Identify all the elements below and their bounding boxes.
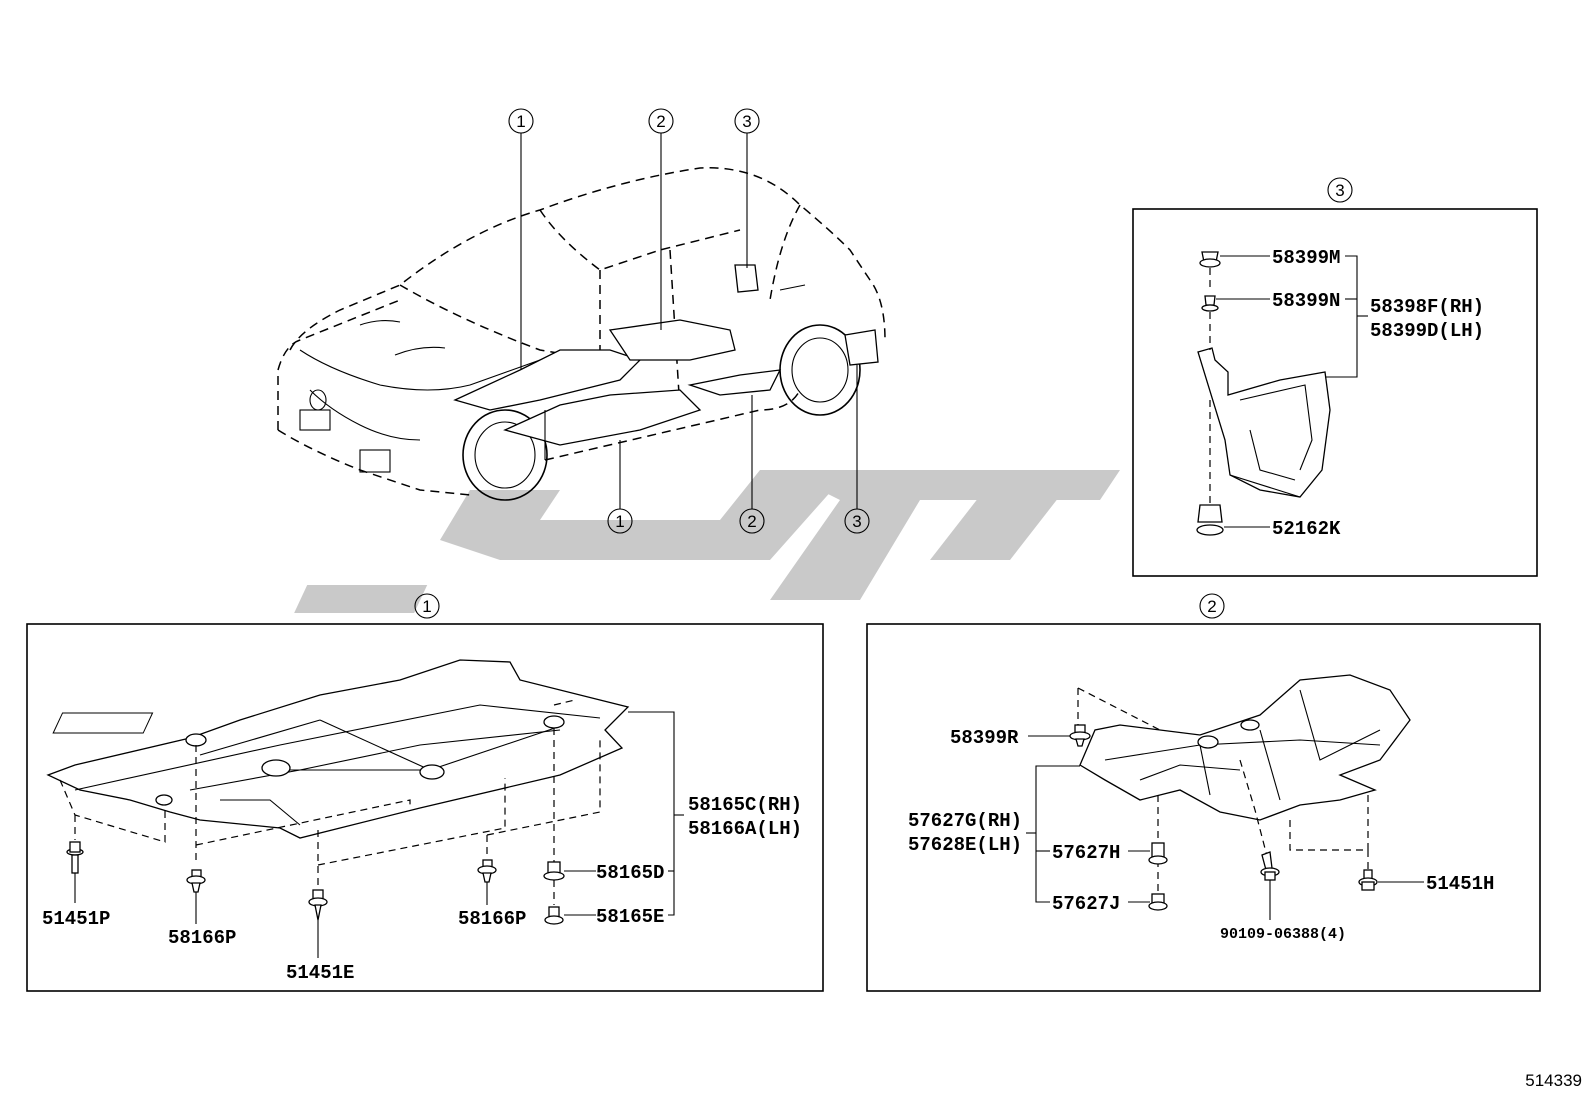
part-58399D-LH: 58399D(LH): [1370, 320, 1484, 342]
part-51451P: 51451P: [42, 908, 110, 930]
callout-1-bottom: 1: [615, 512, 624, 531]
clip-58166P-left: [186, 869, 206, 924]
callout-3-bottom: 3: [852, 512, 861, 531]
part-57627H: 57627H: [1052, 842, 1120, 864]
callout-1-top: 1: [516, 112, 525, 131]
part-57628E-LH: 57628E(LH): [908, 834, 1022, 856]
part-51451E: 51451E: [286, 962, 354, 984]
part-58165C-RH: 58165C(RH): [688, 794, 802, 816]
watermark-logo: [294, 470, 1120, 613]
bolt-51451P: [66, 841, 84, 903]
part-58399M: 58399M: [1272, 247, 1340, 269]
panel-2: 2: [866, 593, 1541, 992]
panel-2-callout: 2: [1207, 597, 1216, 616]
callout-2-bottom: 2: [747, 512, 756, 531]
clip-57627H: [1128, 842, 1168, 865]
part-90109-06388: 90109-06388(4): [1220, 926, 1346, 943]
clip-58399R: [1028, 724, 1091, 747]
part-57627J: 57627J: [1052, 893, 1120, 915]
panel-1-callout: 1: [422, 597, 431, 616]
bolt-90109: [1260, 851, 1280, 920]
part-58166A-LH: 58166A(LH): [688, 818, 802, 840]
callout-3-top: 3: [742, 112, 751, 131]
part-58166P-left: 58166P: [168, 927, 236, 949]
panel-3: 3 58399M 58399N 58398F(RH) 58399D(LH) 52…: [1132, 177, 1538, 577]
part-51451H: 51451H: [1426, 873, 1494, 895]
panel-3-callout: 3: [1335, 181, 1344, 200]
clip-58166P-right: [477, 859, 497, 905]
clip-58165D: [543, 861, 596, 881]
car-callouts: 1 2 3 1 2 3: [508, 108, 870, 534]
car-overview: [277, 167, 886, 501]
clip-58165E: [544, 906, 596, 925]
part-58165D: 58165D: [596, 862, 664, 884]
part-57627G-RH: 57627G(RH): [908, 810, 1022, 832]
part-58398F-RH: 58398F(RH): [1370, 296, 1484, 318]
part-58399R: 58399R: [950, 727, 1019, 749]
callout-2-top: 2: [656, 112, 665, 131]
clip-57627J: [1128, 893, 1168, 911]
part-52162K: 52162K: [1272, 518, 1341, 540]
part-58399N: 58399N: [1272, 290, 1340, 312]
bolt-51451H: [1358, 869, 1424, 891]
document-id: 514339: [1525, 1071, 1582, 1090]
panel-1: 1: [26, 593, 824, 992]
part-58165E: 58165E: [596, 906, 664, 928]
part-58166P-right: 58166P: [458, 908, 526, 930]
screw-51451E: [308, 889, 328, 958]
